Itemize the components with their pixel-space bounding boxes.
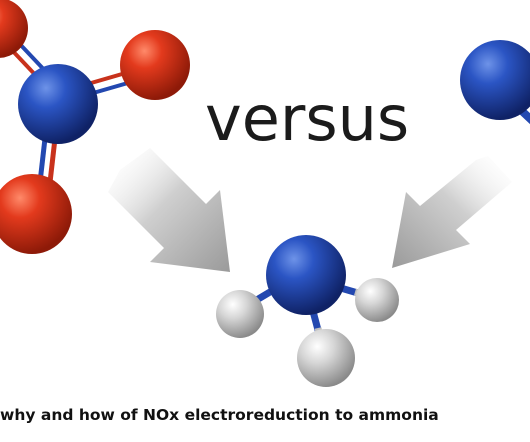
nitrogen-atom bbox=[460, 40, 530, 120]
versus-label: versus bbox=[205, 82, 409, 155]
hydrogen-atom bbox=[297, 329, 355, 387]
left-arrow bbox=[108, 148, 230, 272]
hydrogen-atom bbox=[216, 290, 264, 338]
oxygen-atom bbox=[0, 0, 28, 58]
hydrogen-atom bbox=[355, 278, 399, 322]
oxygen-atom bbox=[120, 30, 190, 100]
right-arrow bbox=[392, 156, 512, 268]
partial-molecule-icon bbox=[460, 40, 530, 125]
nitrogen-atom bbox=[266, 235, 346, 315]
figure-caption: why and how of NOx electroreduction to a… bbox=[0, 406, 439, 424]
arrow-icon bbox=[108, 148, 230, 272]
arrow-icon bbox=[392, 156, 512, 268]
nitrogen-atom bbox=[18, 64, 98, 144]
ammonia-molecule-icon bbox=[216, 235, 399, 387]
nitrate-molecule-icon bbox=[0, 0, 190, 254]
oxygen-atom bbox=[0, 174, 72, 254]
